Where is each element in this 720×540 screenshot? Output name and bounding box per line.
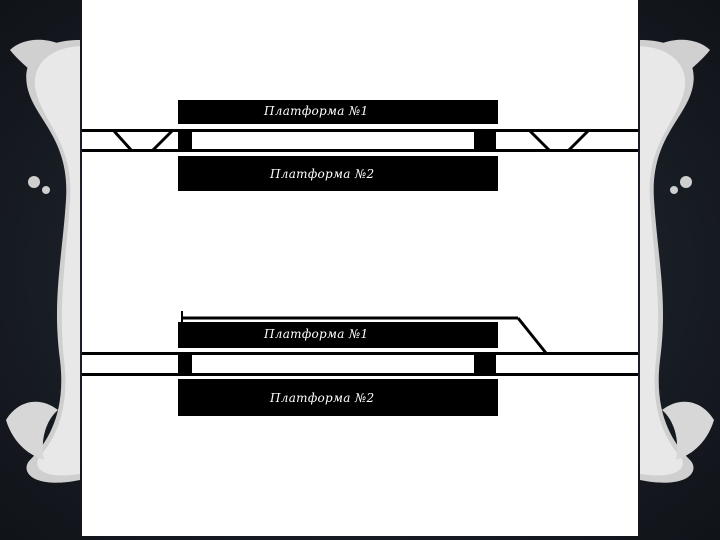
bottom-platform-2 xyxy=(178,379,498,416)
top-track-lower xyxy=(82,149,638,152)
right-ornament-scroll xyxy=(640,39,714,483)
top-platform-support-right xyxy=(474,132,496,149)
top-crossover-left-b xyxy=(150,129,174,153)
bottom-track-lower xyxy=(82,373,638,376)
top-platform-support-left xyxy=(178,132,192,149)
top-platform-1 xyxy=(178,100,498,124)
left-ornament-scroll xyxy=(6,39,80,483)
top-track-upper xyxy=(82,129,638,132)
bottom-platform-support-right xyxy=(474,355,496,373)
bottom-track-diagram xyxy=(82,311,638,416)
top-platform-2-label: Платформа №2 xyxy=(270,167,375,181)
top-track-diagram xyxy=(82,100,638,191)
top-platform-1-label: Платформа №1 xyxy=(264,104,369,118)
top-platform-2 xyxy=(178,156,498,191)
top-crossover-left-a xyxy=(112,129,134,153)
bottom-platform-1-label: Платформа №1 xyxy=(264,327,369,341)
bottom-platform-2-label: Платформа №2 xyxy=(270,391,375,405)
bottom-siding-switch xyxy=(516,317,548,354)
bottom-track-upper xyxy=(82,352,638,355)
top-crossover-right-a xyxy=(528,129,552,153)
bottom-platform-1 xyxy=(178,322,498,348)
slide-canvas: Платформа №1 Платформа №2 Платформа №1 П… xyxy=(82,0,638,536)
bottom-platform-support-left xyxy=(178,355,192,373)
top-crossover-right-b xyxy=(566,129,590,153)
